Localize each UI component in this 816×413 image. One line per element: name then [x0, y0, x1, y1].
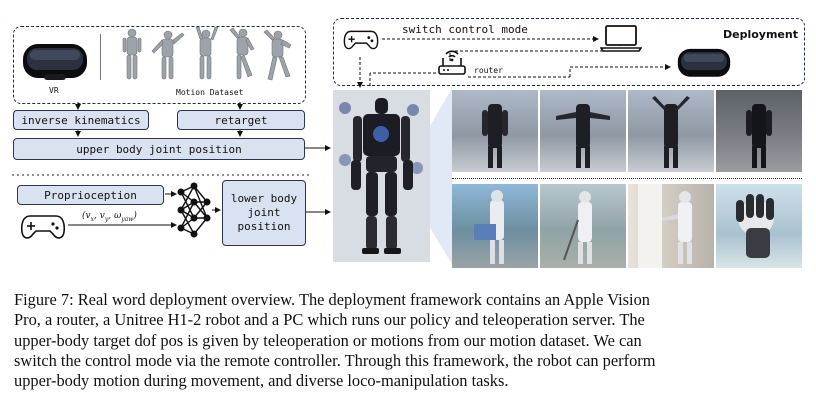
- caption-line-5: upper-body motion during movement, and d…: [14, 371, 509, 391]
- photo-motion-2: [540, 90, 626, 172]
- caption-line-4: switch the control mode via the remote c…: [14, 350, 656, 370]
- photo-motion-4: [716, 90, 802, 172]
- lower-body-label-1: lower body: [230, 192, 298, 205]
- robot-photo: [333, 90, 430, 262]
- photo-task-1: [452, 184, 538, 268]
- vr-headset-icon: [22, 38, 88, 82]
- photo-motion-3: [628, 90, 714, 172]
- photo-task-3: [628, 184, 714, 268]
- caption-line-2: Pro, a router, a Unitree H1-2 robot and …: [14, 310, 645, 330]
- motion-dataset-figures: [118, 26, 298, 87]
- divider: [100, 34, 101, 80]
- remote-controller-icon: [343, 26, 379, 54]
- proprioception-box: Proprioception: [17, 185, 164, 205]
- router-label: router: [474, 66, 503, 75]
- lower-body-label-3: position: [237, 220, 291, 233]
- photo-row-divider: [452, 178, 802, 179]
- photo-task-4: [716, 184, 802, 268]
- photo-motion-1: [452, 90, 538, 172]
- diagram-connectors: [12, 102, 331, 228]
- velocity-command-label: (vx, vy, ωyaw): [82, 211, 137, 223]
- photo-task-2: [540, 184, 626, 268]
- deployment-connectors: [357, 36, 671, 88]
- figure-caption: Figure 7: Real word deployment overview.…: [14, 290, 806, 391]
- top-input-group: [13, 26, 306, 104]
- neural-network-icon: [176, 180, 212, 240]
- deployment-label: Deployment: [723, 28, 798, 41]
- inverse-kinematics-box: inverse kinematics: [13, 110, 149, 130]
- router-icon: [436, 46, 468, 78]
- switch-control-mode-label: switch control mode: [402, 23, 528, 36]
- laptop-icon: [599, 24, 643, 52]
- deployment-group: [333, 18, 805, 86]
- deployment-vr-headset-icon: [676, 44, 732, 80]
- gamepad-icon: [20, 212, 66, 242]
- motion-dataset-label: Motion Dataset: [176, 88, 244, 97]
- retarget-box: retarget: [177, 110, 305, 130]
- view-projection: [430, 88, 452, 264]
- caption-line-1: Figure 7: Real word deployment overview.…: [14, 290, 650, 309]
- upper-body-joint-position-box: upper body joint position: [13, 138, 305, 160]
- lower-body-joint-position-box: lower body joint position: [222, 180, 306, 246]
- vr-label: VR: [49, 86, 59, 95]
- lower-body-label-2: joint: [247, 206, 281, 219]
- caption-line-3: upper-body target dof pos is given by te…: [14, 330, 642, 350]
